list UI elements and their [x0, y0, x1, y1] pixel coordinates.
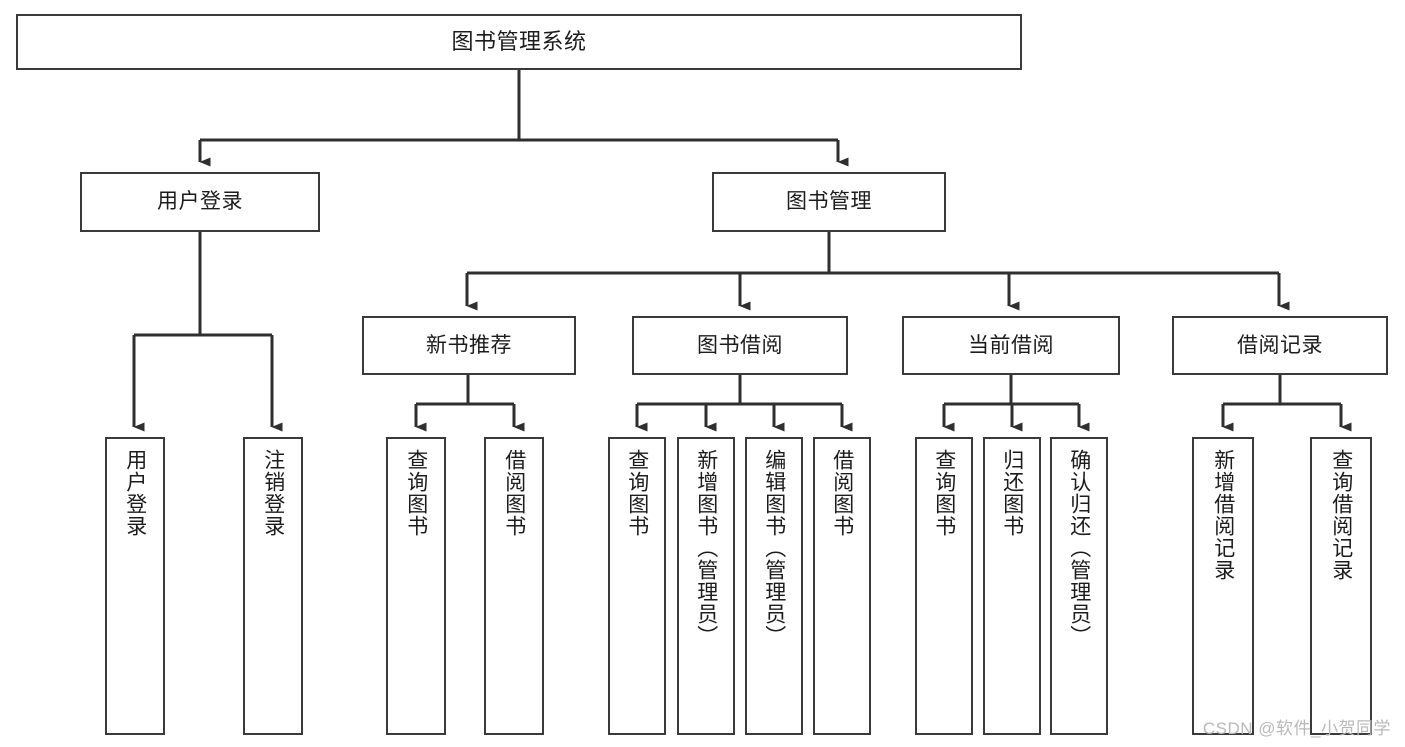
leaf-user-login[interactable]: 用户登录	[105, 437, 165, 735]
node-label: 借阅图书	[830, 449, 854, 537]
node-label: 新增图书（管理员）	[694, 449, 718, 647]
node-label: 查询图书	[932, 449, 956, 537]
node-label: 归还图书	[1000, 449, 1024, 537]
node-new-book-recommend[interactable]: 新书推荐	[362, 316, 576, 375]
leaf-confirm-return-admin[interactable]: 确认归还（管理员）	[1050, 437, 1108, 735]
node-label: 借阅记录	[1237, 333, 1323, 357]
node-root-system[interactable]: 图书管理系统	[16, 14, 1022, 70]
leaf-query-book-newbook[interactable]: 查询图书	[386, 437, 446, 735]
node-label: 用户登录	[123, 449, 147, 537]
node-label: 图书借阅	[697, 333, 783, 357]
leaf-add-borrow-record[interactable]: 新增借阅记录	[1192, 437, 1254, 735]
leaf-query-book-borrow[interactable]: 查询图书	[608, 437, 666, 735]
node-borrow-record[interactable]: 借阅记录	[1172, 316, 1388, 375]
node-label: 确认归还（管理员）	[1067, 449, 1091, 647]
leaf-query-book-current[interactable]: 查询图书	[915, 437, 973, 735]
csdn-watermark: CSDN @软件_小贺同学	[1202, 719, 1391, 738]
leaf-edit-book-admin[interactable]: 编辑图书（管理员）	[745, 437, 803, 735]
leaf-return-book[interactable]: 归还图书	[983, 437, 1041, 735]
node-label: 新书推荐	[426, 333, 512, 357]
node-label: 查询图书	[625, 449, 649, 537]
node-label: 查询借阅记录	[1329, 449, 1353, 581]
node-user-login[interactable]: 用户登录	[80, 172, 320, 232]
node-book-management[interactable]: 图书管理	[712, 172, 946, 232]
node-label: 查询图书	[404, 449, 428, 537]
node-label: 当前借阅	[968, 333, 1054, 357]
node-book-borrow[interactable]: 图书借阅	[632, 316, 848, 375]
node-label: 借阅图书	[502, 449, 526, 537]
leaf-borrow-book[interactable]: 借阅图书	[813, 437, 871, 735]
node-label: 编辑图书（管理员）	[762, 449, 786, 647]
node-label: 用户登录	[157, 190, 243, 214]
node-label: 图书管理系统	[451, 28, 587, 54]
node-current-borrow[interactable]: 当前借阅	[902, 316, 1120, 375]
leaf-borrow-book-newbook[interactable]: 借阅图书	[484, 437, 544, 735]
leaf-user-logout[interactable]: 注销登录	[243, 437, 303, 735]
leaf-query-borrow-record[interactable]: 查询借阅记录	[1310, 437, 1372, 735]
node-label: 注销登录	[261, 449, 285, 537]
node-label: 图书管理	[786, 190, 872, 214]
leaf-add-book-admin[interactable]: 新增图书（管理员）	[677, 437, 735, 735]
node-label: 新增借阅记录	[1211, 449, 1235, 581]
